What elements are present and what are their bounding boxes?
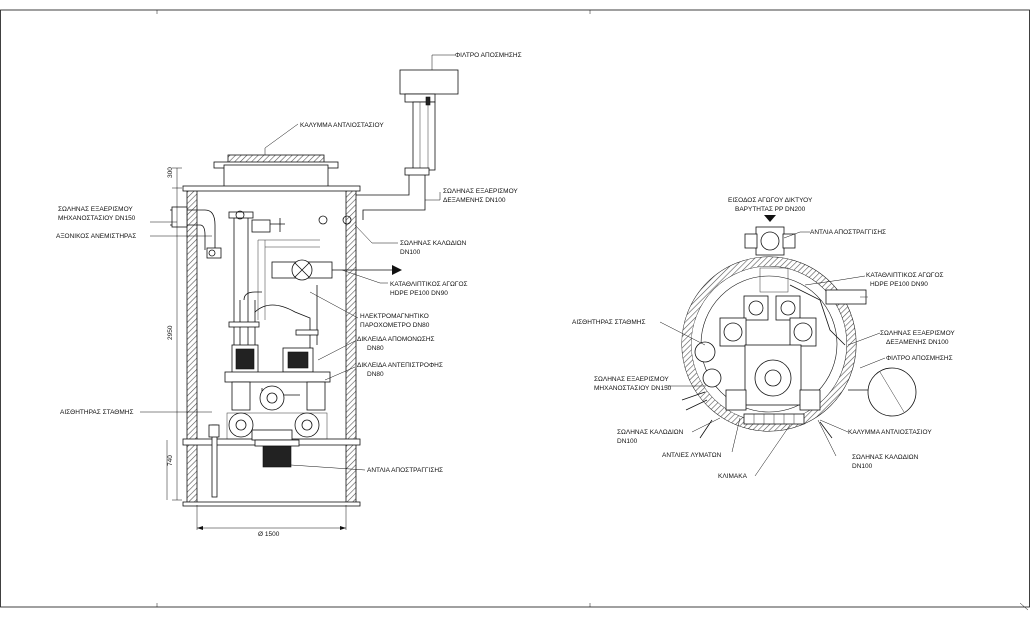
label-eisodos-2: ΒΑΡΥΤΗΤΑΣ PP DN200 — [735, 206, 806, 213]
dim-diameter: Ø 1500 — [258, 531, 280, 538]
label-swlinas-mix-2: ΜΗΧΑΝΟΣΤΑΣΙΟΥ DN150 — [58, 215, 136, 222]
label-swlinas-dex-r1: ΣΩΛΗΝΑΣ ΕΞΑΕΡΙΣΜΟΥ — [880, 330, 955, 337]
label-dikl-apom-1: ΔΙΚΛΕΙΔΑ ΑΠΟΜΟΝΩΣΗΣ — [357, 336, 435, 343]
label-kalymma-left: ΚΑΛΥΜΜΑ ΑΝΤΛΙΟΣΤΑΣΙΟΥ — [300, 122, 384, 129]
wall-left — [186, 189, 198, 506]
label-kalodion-r2: DN100 — [617, 438, 638, 445]
label-katathlip-1: ΚΑΤΑΘΛΙΠΤΙΚΟΣ ΑΓΩΓΟΣ — [390, 281, 468, 288]
label-ilektro-1: ΗΛΕΚΤΡΟΜΑΓΝΗΤΙΚΟ — [360, 313, 429, 320]
label-swlinas-dex-1: ΣΩΛΗΝΑΣ ΕΞΑΕΡΙΣΜΟΥ — [443, 188, 518, 195]
plan-view — [659, 215, 917, 477]
label-antlia-left: ΑΝΤΛΙΑ ΑΠΟΣΤΡΑΓΓΙΣΗΣ — [367, 467, 443, 474]
label-dikl-anti-2: DN80 — [367, 371, 384, 378]
label-katathlip-r2: HDPE PE100 DN90 — [870, 281, 928, 288]
label-antlia-right: ΑΝΤΛΙΑ ΑΠΟΣΤΡΑΓΓΙΣΗΣ — [810, 229, 886, 236]
label-kalodion-2: DN100 — [400, 249, 421, 256]
label-aisthitiras-left: ΑΙΣΘΗΤΗΡΑΣ ΣΤΑΘΜΗΣ — [60, 409, 133, 416]
wall-right — [345, 189, 357, 506]
label-filtro-top: ΦΙΛΤΡΟ ΑΠΟΣΜΗΣΗΣ — [455, 52, 522, 59]
label-swlinas-mix-r1: ΣΩΛΗΝΑΣ ΕΞΑΕΡΙΣΜΟΥ — [594, 376, 669, 383]
cover — [213, 123, 339, 188]
label-swlinas-mix-r2: ΜΗΧΑΝΟΣΤΑΣΙΟΥ DN150 — [594, 385, 672, 392]
label-axoniko: ΑΞΟΝΙΚΟΣ ΑΝΕΜΙΣΤΗΡΑΣ — [56, 233, 136, 240]
label-swlinas-mix-1: ΣΩΛΗΝΑΣ ΕΞΑΕΡΙΣΜΟΥ — [58, 206, 133, 213]
label-filtro-right: ΦΙΛΤΡΟ ΑΠΟΣΜΗΣΗΣ — [886, 355, 953, 362]
label-swlinas-dex-2: ΔΕΞΑΜΕΝΗΣ DN100 — [443, 197, 506, 204]
label-antlies: ΑΝΤΛΙΕΣ ΛΥΜΑΤΩΝ — [662, 452, 722, 459]
section-view — [140, 54, 459, 530]
label-kalodion-r3: ΣΩΛΗΝΑΣ ΚΑΛΩΔΙΩΝ — [852, 454, 919, 461]
label-katathlip-2: HDPE PE100 DN90 — [390, 290, 448, 297]
annotations: ΦΙΛΤΡΟ ΑΠΟΣΜΗΣΗΣ ΚΑΛΥΜΜΑ ΑΝΤΛΙΟΣΤΑΣΙΟΥ Σ… — [56, 52, 955, 538]
odor-filter-top — [399, 54, 459, 171]
label-kalodion-r4: DN100 — [852, 463, 873, 470]
label-dikl-anti-1: ΔΙΚΛΕΙΔΑ ΑΝΤΕΠΙΣΤΡΟΦΗΣ — [357, 362, 443, 369]
label-kalodion-1: ΣΩΛΗΝΑΣ ΚΑΛΩΔΙΩΝ — [400, 240, 467, 247]
label-dikl-apom-2: DN80 — [367, 345, 384, 352]
label-katathlip-r1: ΚΑΤΑΘΛΙΠΤΙΚΟΣ ΑΓΩΓΟΣ — [866, 272, 944, 279]
label-aisthitiras-right: ΑΙΣΘΗΤΗΡΑΣ ΣΤΑΘΜΗΣ — [572, 319, 645, 326]
label-ilektro-2: ΠΑΡΟΧΟΜΕΤΡΟ DN80 — [360, 322, 430, 329]
label-klimaka: ΚΛΙΜΑΚΑ — [718, 473, 748, 480]
label-swlinas-dex-r2: ΔΕΞΑΜΕΝΗΣ DN100 — [886, 339, 949, 346]
dim-300: 300 — [167, 167, 174, 178]
dim-740: 740 — [167, 455, 174, 466]
label-kalymma-right: ΚΑΛΥΜΜΑ ΑΝΤΛΙΟΣΤΑΣΙΟΥ — [848, 429, 932, 436]
dim-height: 2950 — [167, 325, 174, 340]
sheet-frame — [0, 9, 1030, 611]
label-eisodos-1: ΕΙΣΟΔΟΣ ΑΓΩΓΟΥ ΔΙΚΤΥΟΥ — [728, 197, 813, 204]
label-kalodion-r1: ΣΩΛΗΝΑΣ ΚΑΛΩΔΙΩΝ — [617, 429, 684, 436]
